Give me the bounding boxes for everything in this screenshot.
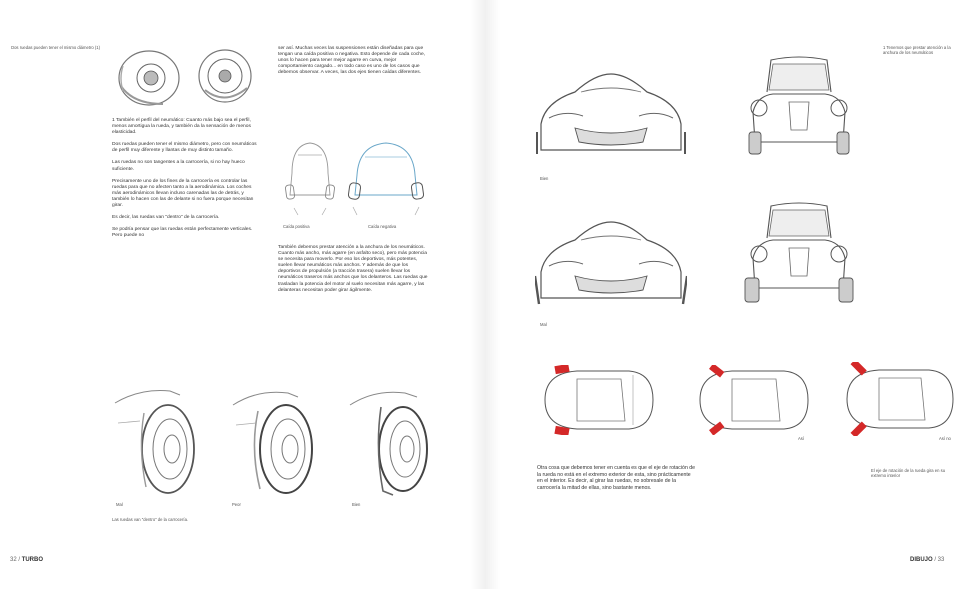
paragraph: 1 También el perfil del neumático: Cuant… <box>112 118 251 136</box>
wheel-label-good: Bien <box>352 502 361 507</box>
top-view-car-sketch-3 <box>837 362 957 436</box>
wheel-side-sketch <box>113 46 185 108</box>
left-bottom-caption: Las ruedas van "dentro" de la carrocería… <box>112 517 189 522</box>
wheel-sketch-good <box>345 383 440 501</box>
right-folio: DIBUJO / 33 <box>910 557 944 563</box>
page-number: / 33 <box>934 557 945 563</box>
page-number: 32 / <box>10 557 21 563</box>
classic-car-front-sketch-good <box>743 52 855 162</box>
paragraph: También debemos prestar atención a la an… <box>278 245 428 293</box>
caption-negative-camber: Caída negativa <box>368 224 397 229</box>
left-page: Dos ruedas pueden tener el mismo diámetr… <box>10 45 440 563</box>
gutter-shadow <box>470 0 500 589</box>
paragraph: Se podría pensar que las ruedas están pe… <box>112 227 253 239</box>
wheel-label-worse: Peor <box>232 502 241 507</box>
left-text-column-1: 1 También el perfil del neumático: Cuant… <box>112 118 262 245</box>
left-text-column-2b: También debemos prestar atención a la an… <box>278 245 430 300</box>
label-mal: Mal <box>540 322 547 327</box>
wheel-sketch-worse <box>228 383 323 501</box>
paragraph: Las ruedas no son tangentes a la carroce… <box>112 160 245 172</box>
paragraph: Es decir, las ruedas van "dentro" de la … <box>112 215 220 221</box>
caption-positive-camber: Caída positiva <box>283 224 310 229</box>
camber-positive-sketch <box>280 133 340 225</box>
section-title: TURBO <box>21 557 44 563</box>
sports-car-front-sketch-bad <box>535 210 687 310</box>
left-margin-note: Dos ruedas pueden tener el mismo diámetr… <box>11 45 100 50</box>
right-side-note: El eje de rotación de la rueda gira en s… <box>871 468 946 479</box>
right-page: 1 Tenemos que prestar atención a la anch… <box>485 0 970 589</box>
label-bien-top: Bien <box>540 176 549 181</box>
paragraph: Precisamente uno de los fines de la carr… <box>112 178 254 209</box>
camber-negative-sketch <box>345 133 427 225</box>
left-text-column-2: ser así. Muchas veces las suspensiones e… <box>278 46 430 82</box>
right-margin-note: 1 Tenemos que prestar atención a la anch… <box>883 45 951 56</box>
wheel-label-bad: Mal <box>116 502 123 507</box>
paragraph: Dos ruedas pueden tener el mismo diámetr… <box>112 142 257 154</box>
classic-car-front-sketch-bad <box>743 198 855 310</box>
paragraph: ser así. Muchas veces las suspensiones e… <box>278 46 426 76</box>
left-folio: 32 / TURBO <box>10 557 43 563</box>
top-view-car-sketch-2 <box>692 365 812 435</box>
wheel-sketch-bad <box>110 383 205 501</box>
wheel-front-sketch <box>195 46 255 106</box>
label-asi-no: Así no <box>939 436 951 441</box>
right-body-text: Otra cosa que debemos tener en cuenta es… <box>537 465 696 491</box>
top-view-car-sketch-1 <box>537 365 657 435</box>
label-asi: Así <box>798 436 805 441</box>
sports-car-front-sketch-good <box>535 62 687 162</box>
section-title: DIBUJO <box>910 557 933 563</box>
